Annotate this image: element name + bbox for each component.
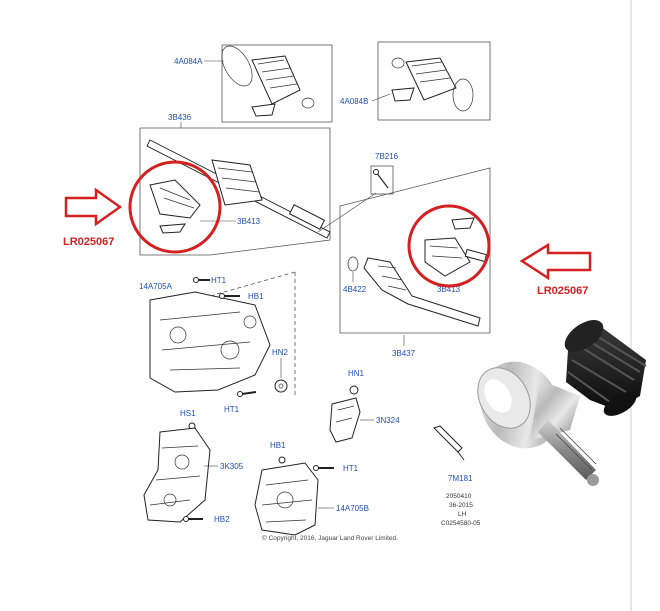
label-3k305: 3K305 [220,462,244,471]
grease-pack-icon [391,87,415,102]
spline-icon [288,204,326,230]
nut-icon [274,379,288,393]
boot-kit-inner-group: 4A084B [340,41,491,121]
label-hb2: HB2 [214,515,230,524]
bracket-icon [254,462,319,536]
arrow-left-icon [519,242,592,281]
bracket-icon [149,291,271,393]
boot-kit-inner-frame [377,41,491,121]
grease-group: 7M181 [433,425,473,483]
cv-joint-photo-icon [477,361,599,486]
copyright-text: © Copyright, 2016, Jaguar Land Rover Lim… [262,534,398,542]
label-4a084a: 4A084A [174,57,203,66]
grease-pack-icon [251,103,276,117]
label-7b216: 7B216 [375,152,399,161]
label-hb1-a: HB1 [248,292,264,301]
label-hn1: HN1 [348,369,365,378]
bracket-icon [143,427,211,523]
ref-line-2: 36-2015 [449,502,473,509]
clamp-ring-icon [221,45,253,87]
bolt-icon [375,171,389,189]
ref-line-1: 2050410 [446,493,472,500]
ref-line-4: C0254580-05 [441,520,481,527]
bearing-bracket-group: 14A705A HT1 HB1 HT1 HN2 [139,271,296,414]
bracket-b-group: HB1 HT1 14A705B [254,441,369,536]
reference-block: 2050410 36-2015 LH C0254580-05 [441,493,481,527]
label-14a705b: 14A705B [336,504,369,513]
boot-icon [405,57,457,101]
grease-pack-icon [451,217,475,230]
rubber-boot-icon [564,320,647,416]
cv-joint-icon [149,179,201,219]
label-hs1: HS1 [180,409,196,418]
label-ht1-b: HT1 [224,405,240,414]
bolt-frame [370,165,394,195]
nut-icon [349,385,359,395]
product-photo [477,320,647,486]
small-clamp-icon [391,57,405,69]
halfshaft-rh-group: 3B436 3B413 [139,113,331,256]
label-3b413-lower: 3B413 [437,285,461,294]
heat-shield-group: HN1 3N324 [329,369,400,443]
label-3b413-upper: 3B413 [237,217,261,226]
halfshaft-lh-group: 4B422 3B413 3B437 [339,167,491,358]
highlight-circle-right [407,204,491,288]
ref-line-3: LH [458,511,467,518]
halfshaft-lh-frame [339,167,491,334]
boot-icon [251,55,301,105]
label-7m181: 7M181 [448,474,473,483]
highlight-circle-left [128,160,222,254]
label-3b437: 3B437 [392,349,416,358]
label-3b436: 3B436 [168,113,192,122]
label-4b422: 4B422 [343,285,367,294]
arrow-right-icon [64,187,123,227]
grease-pack-icon [159,223,186,234]
small-clamp-icon [301,97,315,109]
label-4a084b: 4A084B [340,97,368,106]
clamp-ring-icon [452,78,474,112]
circlip-icon [347,256,359,272]
label-14a705a: 14A705A [139,282,173,291]
part-number-right: LR025067 [537,285,588,297]
shaft-icon [363,257,481,327]
boot-kit-outer-group: 4A084A [174,44,333,123]
support-bracket-group: HS1 3K305 HB2 [143,409,244,524]
label-hn2: HN2 [272,348,289,357]
label-hb1-b: HB1 [270,441,286,450]
boot-kit-outer-frame [221,44,333,123]
label-ht1-c: HT1 [343,464,359,473]
label-ht1-a: HT1 [211,276,227,285]
boot-icon [211,159,263,206]
label-3n324: 3N324 [376,416,400,425]
part-number-left: LR025067 [63,236,114,248]
grease-tube-icon [433,425,463,453]
